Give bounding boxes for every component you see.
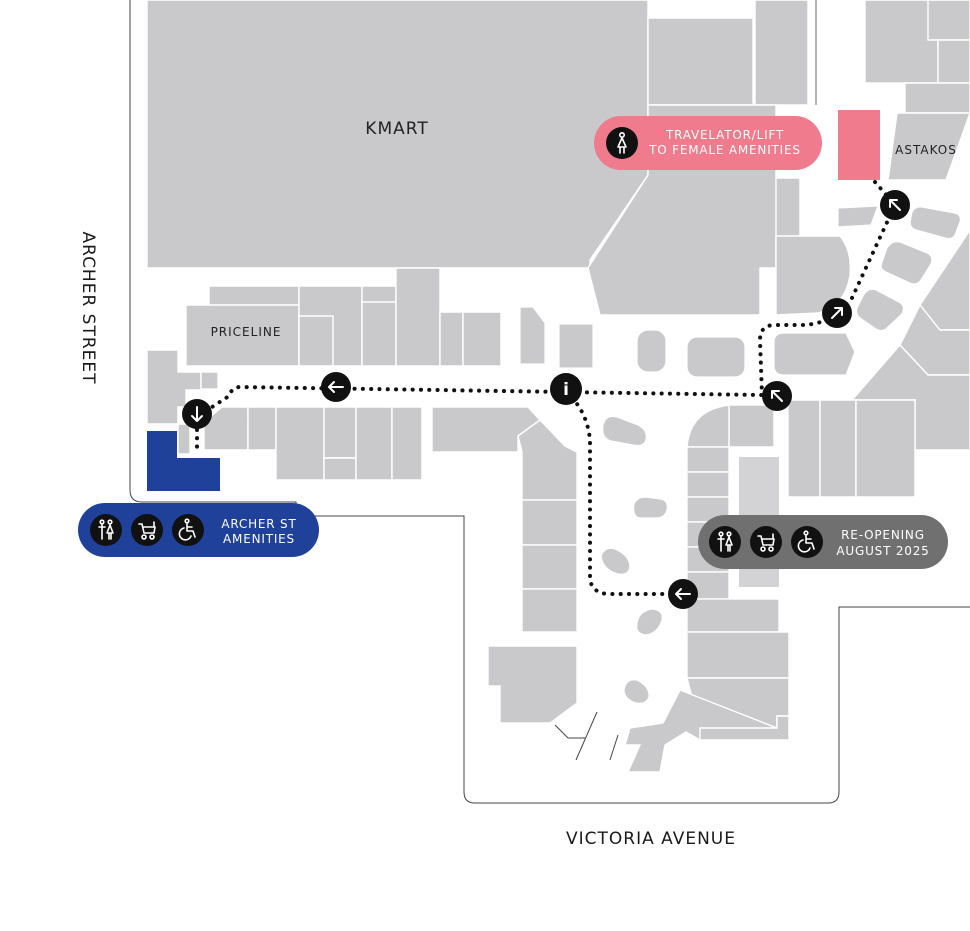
kiosk-f[interactable]: [686, 336, 746, 378]
accessible-icon: [178, 518, 196, 541]
kiosk-j[interactable]: [602, 415, 647, 447]
kiosk-d[interactable]: [855, 288, 905, 332]
callout-reopening[interactable]: RE-OPENING AUGUST 2025: [698, 515, 948, 569]
info-marker[interactable]: i: [550, 373, 582, 405]
store-n[interactable]: [819, 399, 857, 498]
kiosk-i[interactable]: [558, 323, 594, 369]
kiosk-m[interactable]: [636, 608, 663, 636]
kiosk-g[interactable]: [636, 329, 667, 373]
store-ai[interactable]: [517, 419, 578, 501]
callout-archer-line1: ARCHER ST: [221, 517, 296, 531]
store-az[interactable]: [699, 715, 790, 741]
store-u[interactable]: [395, 267, 441, 367]
callout-archer-line2: AMENITIES: [223, 532, 295, 546]
store-v[interactable]: [439, 311, 464, 367]
female-icon-badge: [606, 127, 638, 159]
stores-layer: [146, 0, 970, 773]
callout-travelator-line1: TRAVELATOR/LIFT: [665, 128, 784, 142]
store-ao[interactable]: [686, 404, 730, 448]
arrow-icon-upright: [822, 298, 852, 328]
store-z[interactable]: [177, 423, 191, 455]
store-y[interactable]: [200, 371, 219, 390]
info-icon: i: [563, 380, 569, 400]
kiosk-n[interactable]: [623, 679, 650, 704]
store-ac[interactable]: [275, 406, 325, 481]
kiosk-k[interactable]: [633, 496, 668, 519]
store-r[interactable]: [298, 315, 334, 367]
store-label-priceline: PRICELINE: [211, 325, 282, 339]
entrance-line-c: [609, 734, 619, 761]
store-al[interactable]: [521, 588, 578, 633]
store-an[interactable]: [728, 404, 775, 448]
female-amenities-travelator[interactable]: [838, 110, 880, 180]
store-f[interactable]: [864, 0, 939, 84]
callout-travelator-bg: [594, 116, 822, 170]
centre-boundary: [129, 0, 970, 804]
kiosk-l[interactable]: [600, 547, 631, 575]
store-ap[interactable]: [686, 446, 730, 473]
store-aj[interactable]: [521, 499, 578, 546]
store-w[interactable]: [462, 311, 502, 367]
store-astakos[interactable]: [887, 112, 970, 181]
store-ag[interactable]: [391, 406, 423, 481]
store-top-b[interactable]: [754, 0, 809, 106]
arrow-icon-left-priceline: [321, 372, 351, 402]
kiosk-a[interactable]: [837, 205, 879, 228]
store-x[interactable]: [146, 349, 202, 425]
accessible-icon-badge-2: [791, 526, 823, 558]
arrow-icon-left-victoria: [668, 579, 698, 609]
kiosk-h[interactable]: [519, 306, 546, 365]
pram-icon-badge: [131, 514, 163, 546]
store-ak[interactable]: [521, 544, 578, 590]
store-am[interactable]: [487, 645, 578, 724]
store-i[interactable]: [904, 82, 970, 114]
store-t[interactable]: [361, 301, 397, 367]
callout-reopening-line1: RE-OPENING: [841, 528, 925, 542]
callout-travelator-line2: TO FEMALE AMENITIES: [648, 143, 801, 157]
accessible-icon-2: [797, 530, 815, 553]
street-label-archer: ARCHER STREET: [78, 231, 98, 384]
store-o[interactable]: [855, 399, 916, 498]
entrance-line-a: [575, 711, 598, 761]
route-path-branch: [564, 390, 684, 596]
store-h[interactable]: [937, 39, 970, 84]
store-av[interactable]: [686, 598, 780, 633]
toilets-icon-badge-2: [709, 526, 741, 558]
store-label-kmart: KMART: [365, 119, 428, 139]
toilets-icon-2: [717, 531, 733, 552]
arrow-icon-down-archer: [182, 399, 212, 429]
pram-icon: [138, 521, 156, 540]
kiosk-c[interactable]: [880, 241, 933, 285]
toilets-icon-badge: [90, 514, 122, 546]
toilets-icon: [98, 519, 114, 540]
callout-reopening-line2: AUGUST 2025: [836, 544, 929, 558]
entrance-line-b: [554, 724, 585, 739]
archer-st-amenities-area[interactable]: [147, 431, 220, 491]
kiosk-e[interactable]: [773, 332, 856, 376]
female-icon: [617, 132, 627, 154]
store-af[interactable]: [355, 406, 393, 481]
street-label-victoria: VICTORIA AVENUE: [566, 829, 736, 849]
accessible-icon-badge: [172, 514, 204, 546]
store-label-astakos: ASTAKOS: [895, 143, 957, 157]
pram-icon-2: [757, 533, 775, 552]
arrow-icon-astakos: [880, 190, 910, 220]
callout-archer-st-amenities[interactable]: ARCHER ST AMENITIES: [78, 503, 319, 557]
kiosk-b[interactable]: [909, 206, 962, 240]
callout-travelator[interactable]: TRAVELATOR/LIFT TO FEMALE AMENITIES: [594, 116, 822, 170]
store-aq[interactable]: [686, 471, 730, 498]
store-ae[interactable]: [323, 457, 357, 481]
store-ad[interactable]: [323, 406, 357, 459]
store-aw[interactable]: [686, 631, 790, 679]
arrow-icon-junction: [762, 381, 792, 411]
pram-icon-badge-2: [750, 526, 782, 558]
store-kmart[interactable]: [146, 0, 649, 269]
store-ab[interactable]: [247, 406, 277, 451]
store-m[interactable]: [787, 399, 821, 498]
store-g[interactable]: [927, 0, 970, 41]
